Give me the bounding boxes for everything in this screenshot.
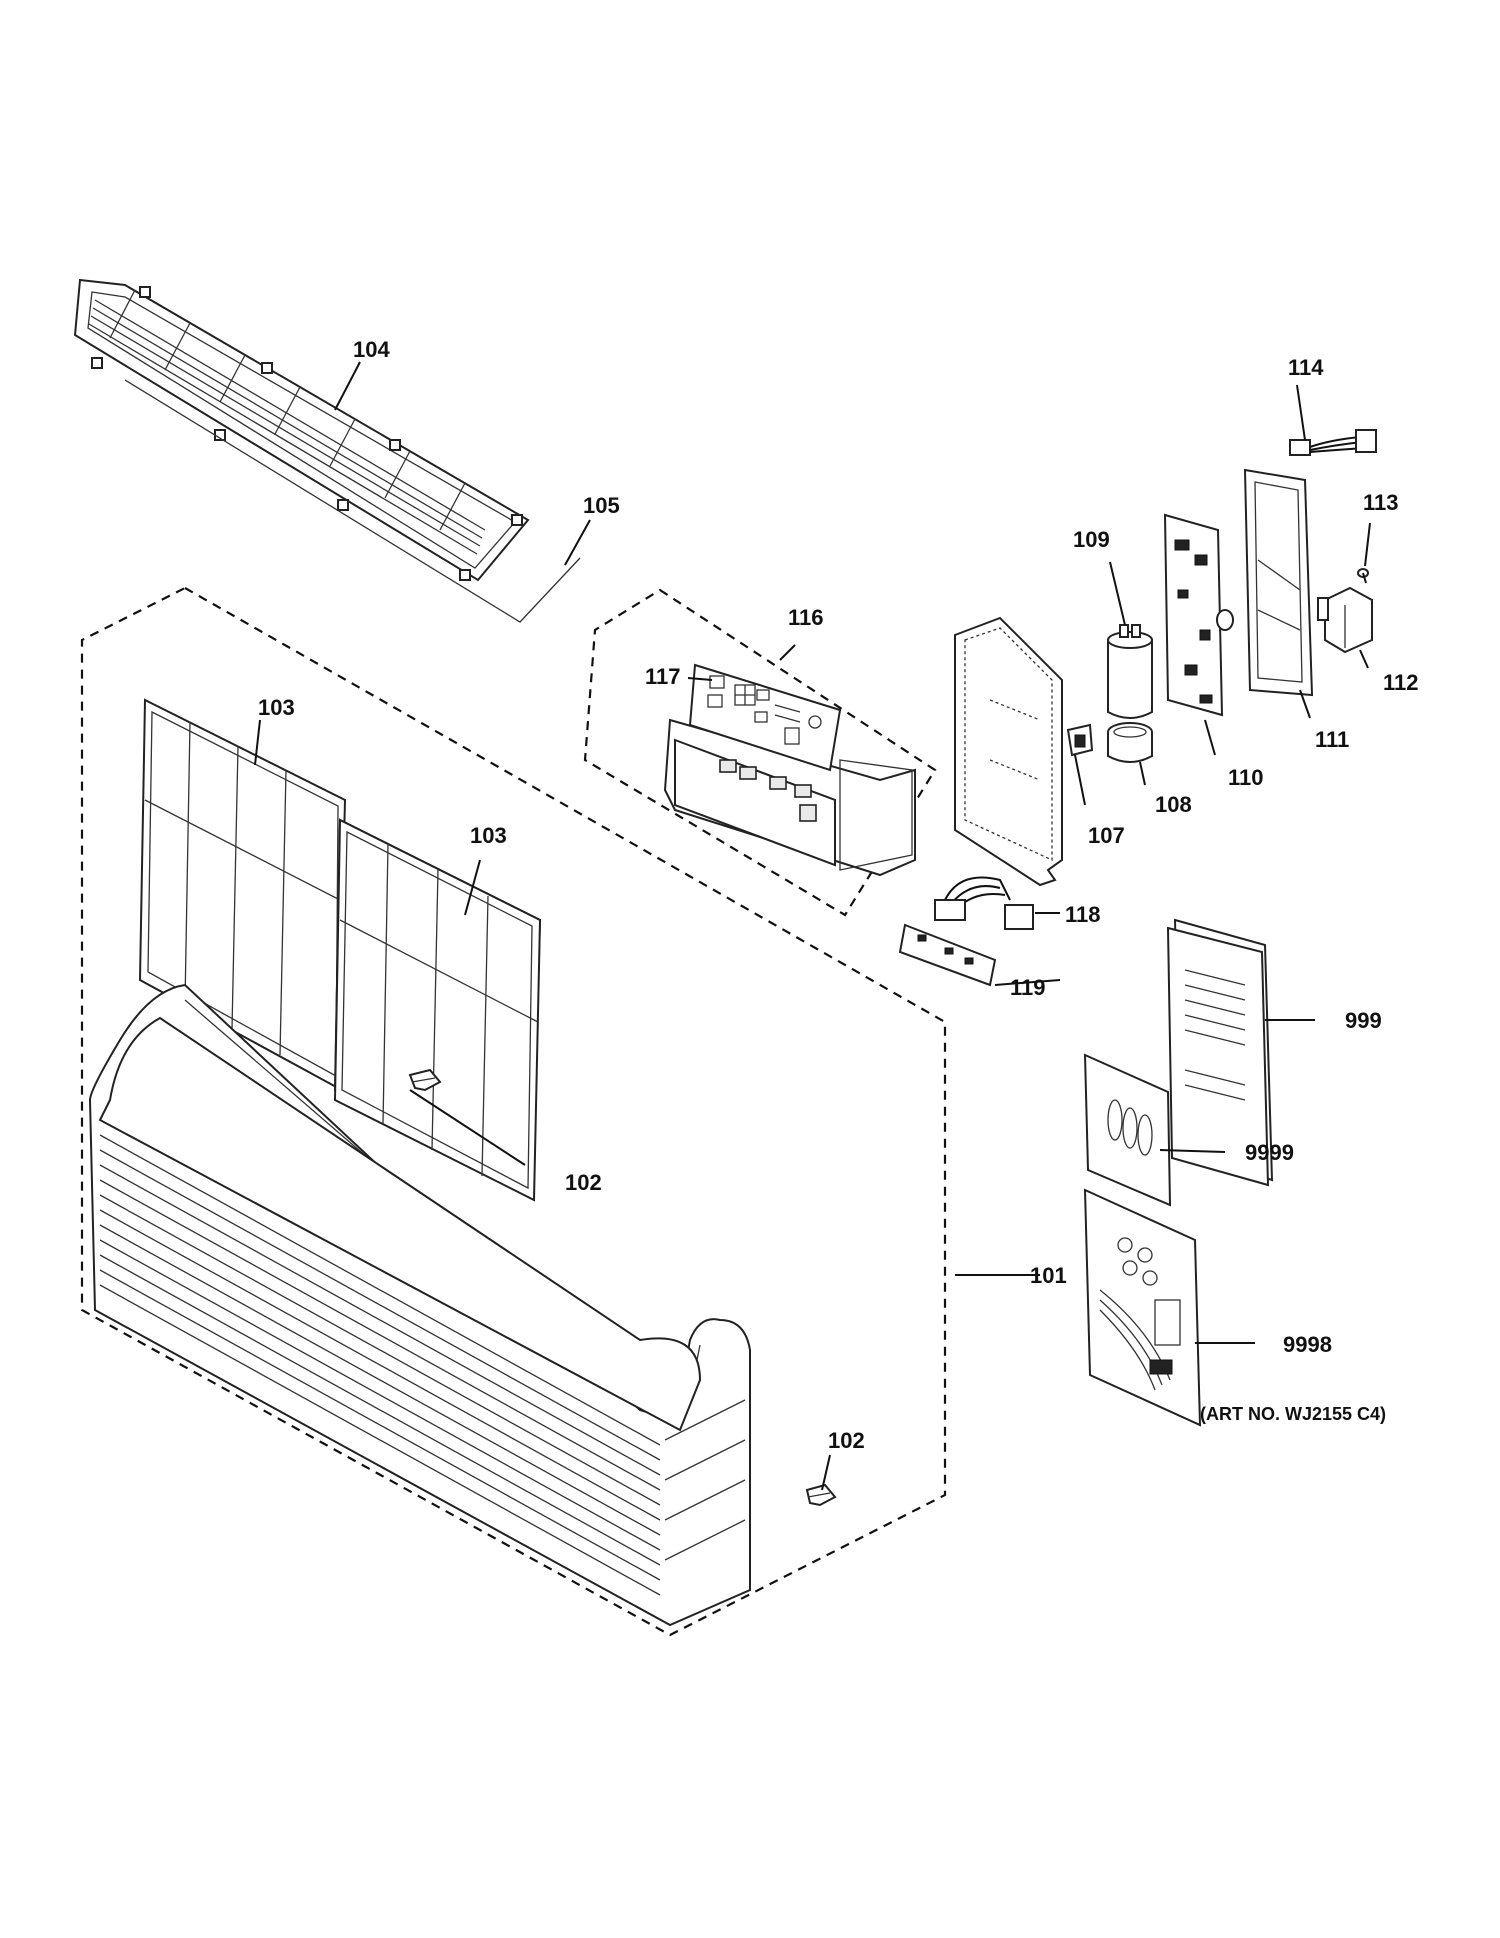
part-113-screw xyxy=(1357,568,1369,584)
callout-102-upper: 102 xyxy=(565,1170,602,1195)
art-number: (ART NO. WJ2155 C4) xyxy=(1200,1404,1386,1424)
callout-103-right: 103 xyxy=(470,823,507,848)
callout-119: 119 xyxy=(1010,975,1046,1000)
part-9998-wire-kit-bag xyxy=(1083,1188,1202,1427)
callout-103-left: 103 xyxy=(258,695,295,720)
callout-102-lower: 102 xyxy=(828,1428,865,1453)
callout-108: 108 xyxy=(1155,792,1192,817)
callout-116: 116 xyxy=(788,605,824,630)
part-116-control-housing xyxy=(663,718,916,877)
part-105-sheet xyxy=(124,379,581,623)
part-101-front-panel xyxy=(88,983,751,1627)
part-104-grille xyxy=(73,278,530,582)
callout-labels: 104 105 103 103 102 102 101 116 117 107 … xyxy=(258,337,1419,1453)
part-118-harness xyxy=(934,876,1034,930)
callout-101: 101 xyxy=(1030,1263,1067,1288)
callout-112: 112 xyxy=(1383,670,1419,695)
callout-113: 113 xyxy=(1363,490,1399,515)
part-999-manual xyxy=(1166,918,1274,1187)
callout-117: 117 xyxy=(645,664,681,689)
part-103-filter-right xyxy=(333,818,542,1202)
assembly-116-boundary xyxy=(583,588,937,917)
callout-9998: 9998 xyxy=(1283,1332,1332,1357)
callout-104: 104 xyxy=(353,337,390,362)
callout-114: 114 xyxy=(1288,355,1324,380)
part-109-capacitor xyxy=(1107,624,1153,719)
part-114-harness xyxy=(1289,429,1377,456)
callout-118: 118 xyxy=(1065,902,1101,927)
part-111-board-cover xyxy=(1243,468,1314,697)
callout-105: 105 xyxy=(583,493,620,518)
part-108-strap xyxy=(1107,722,1153,763)
leader-lines xyxy=(254,361,1371,1491)
part-117-keypad-overlay xyxy=(688,663,842,772)
part-112-transformer xyxy=(1317,586,1373,654)
part-107-clip xyxy=(1066,723,1094,757)
part-102-clip-upper xyxy=(408,1068,442,1092)
callout-9999: 9999 xyxy=(1245,1140,1294,1165)
part-110-control-board xyxy=(1163,513,1234,717)
callout-999: 999 xyxy=(1345,1008,1382,1033)
assembly-101-boundary xyxy=(80,586,947,1637)
part-9999-hardware-bag xyxy=(1083,1053,1172,1207)
part-102-clip-lower xyxy=(805,1483,837,1507)
callout-107: 107 xyxy=(1088,823,1125,848)
callout-109: 109 xyxy=(1073,527,1110,552)
callout-111: 111 xyxy=(1315,727,1349,752)
main-board-bracket xyxy=(954,616,1063,887)
callout-110: 110 xyxy=(1228,765,1264,790)
part-119-board xyxy=(898,923,997,987)
